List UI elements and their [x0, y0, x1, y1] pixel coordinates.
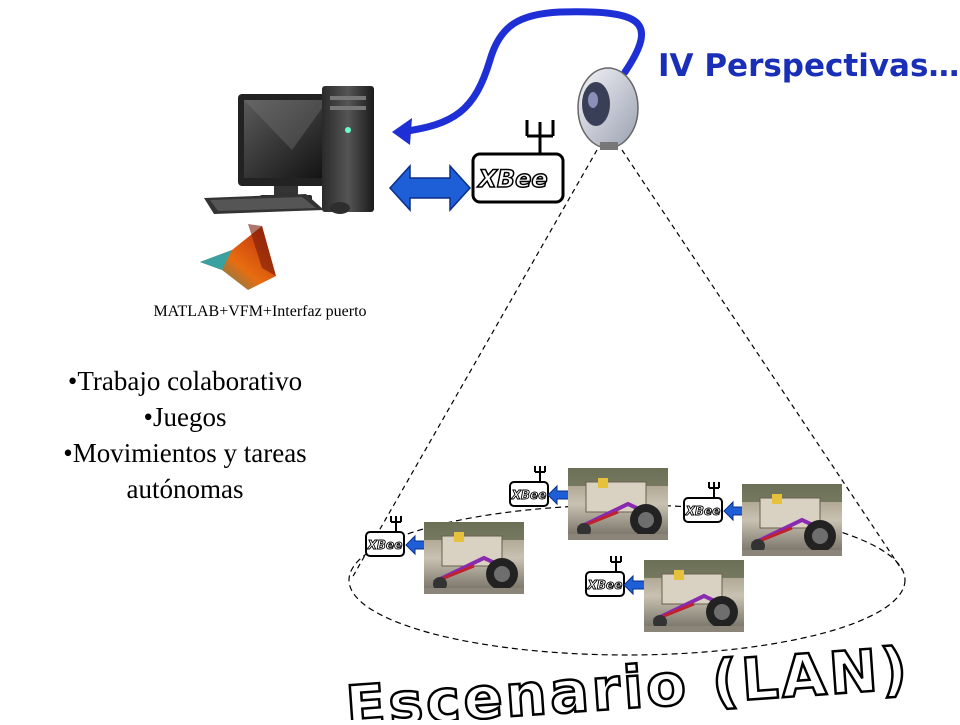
bullet-item: •Juegos — [143, 402, 227, 432]
fov-line-right — [621, 149, 903, 571]
robot-photo — [422, 520, 526, 596]
cable-arrowhead — [392, 118, 412, 145]
robot-unit-1 — [365, 515, 526, 596]
robot-unit-2 — [509, 465, 670, 542]
robot-unit-3 — [683, 481, 844, 558]
matlab-logo-icon — [200, 224, 276, 290]
software-label: MATLAB+VFM+Interfaz puerto — [153, 303, 367, 320]
fov-line-left — [351, 149, 598, 579]
page-title: IV Perspectivas… — [658, 48, 960, 84]
scenario-title: Escenario (LAN) — [344, 634, 913, 720]
bullet-list: •Trabajo colaborativo •Juegos •Movimient… — [20, 363, 350, 507]
bullet-item: •Movimientos y tareas autónomas — [63, 438, 307, 504]
robot-photo — [566, 466, 670, 542]
xbee-module-icon: XBee — [471, 120, 565, 204]
bullet-item: •Trabajo colaborativo — [67, 366, 303, 396]
robot-photo — [740, 482, 844, 558]
computer-icon — [204, 86, 374, 214]
xbee-label-large: XBee — [476, 165, 547, 193]
cable-line — [396, 8, 646, 136]
camera-icon — [577, 67, 639, 150]
bidirectional-arrow — [388, 164, 472, 212]
robot-photo — [642, 558, 746, 634]
robot-unit-4 — [585, 555, 746, 634]
